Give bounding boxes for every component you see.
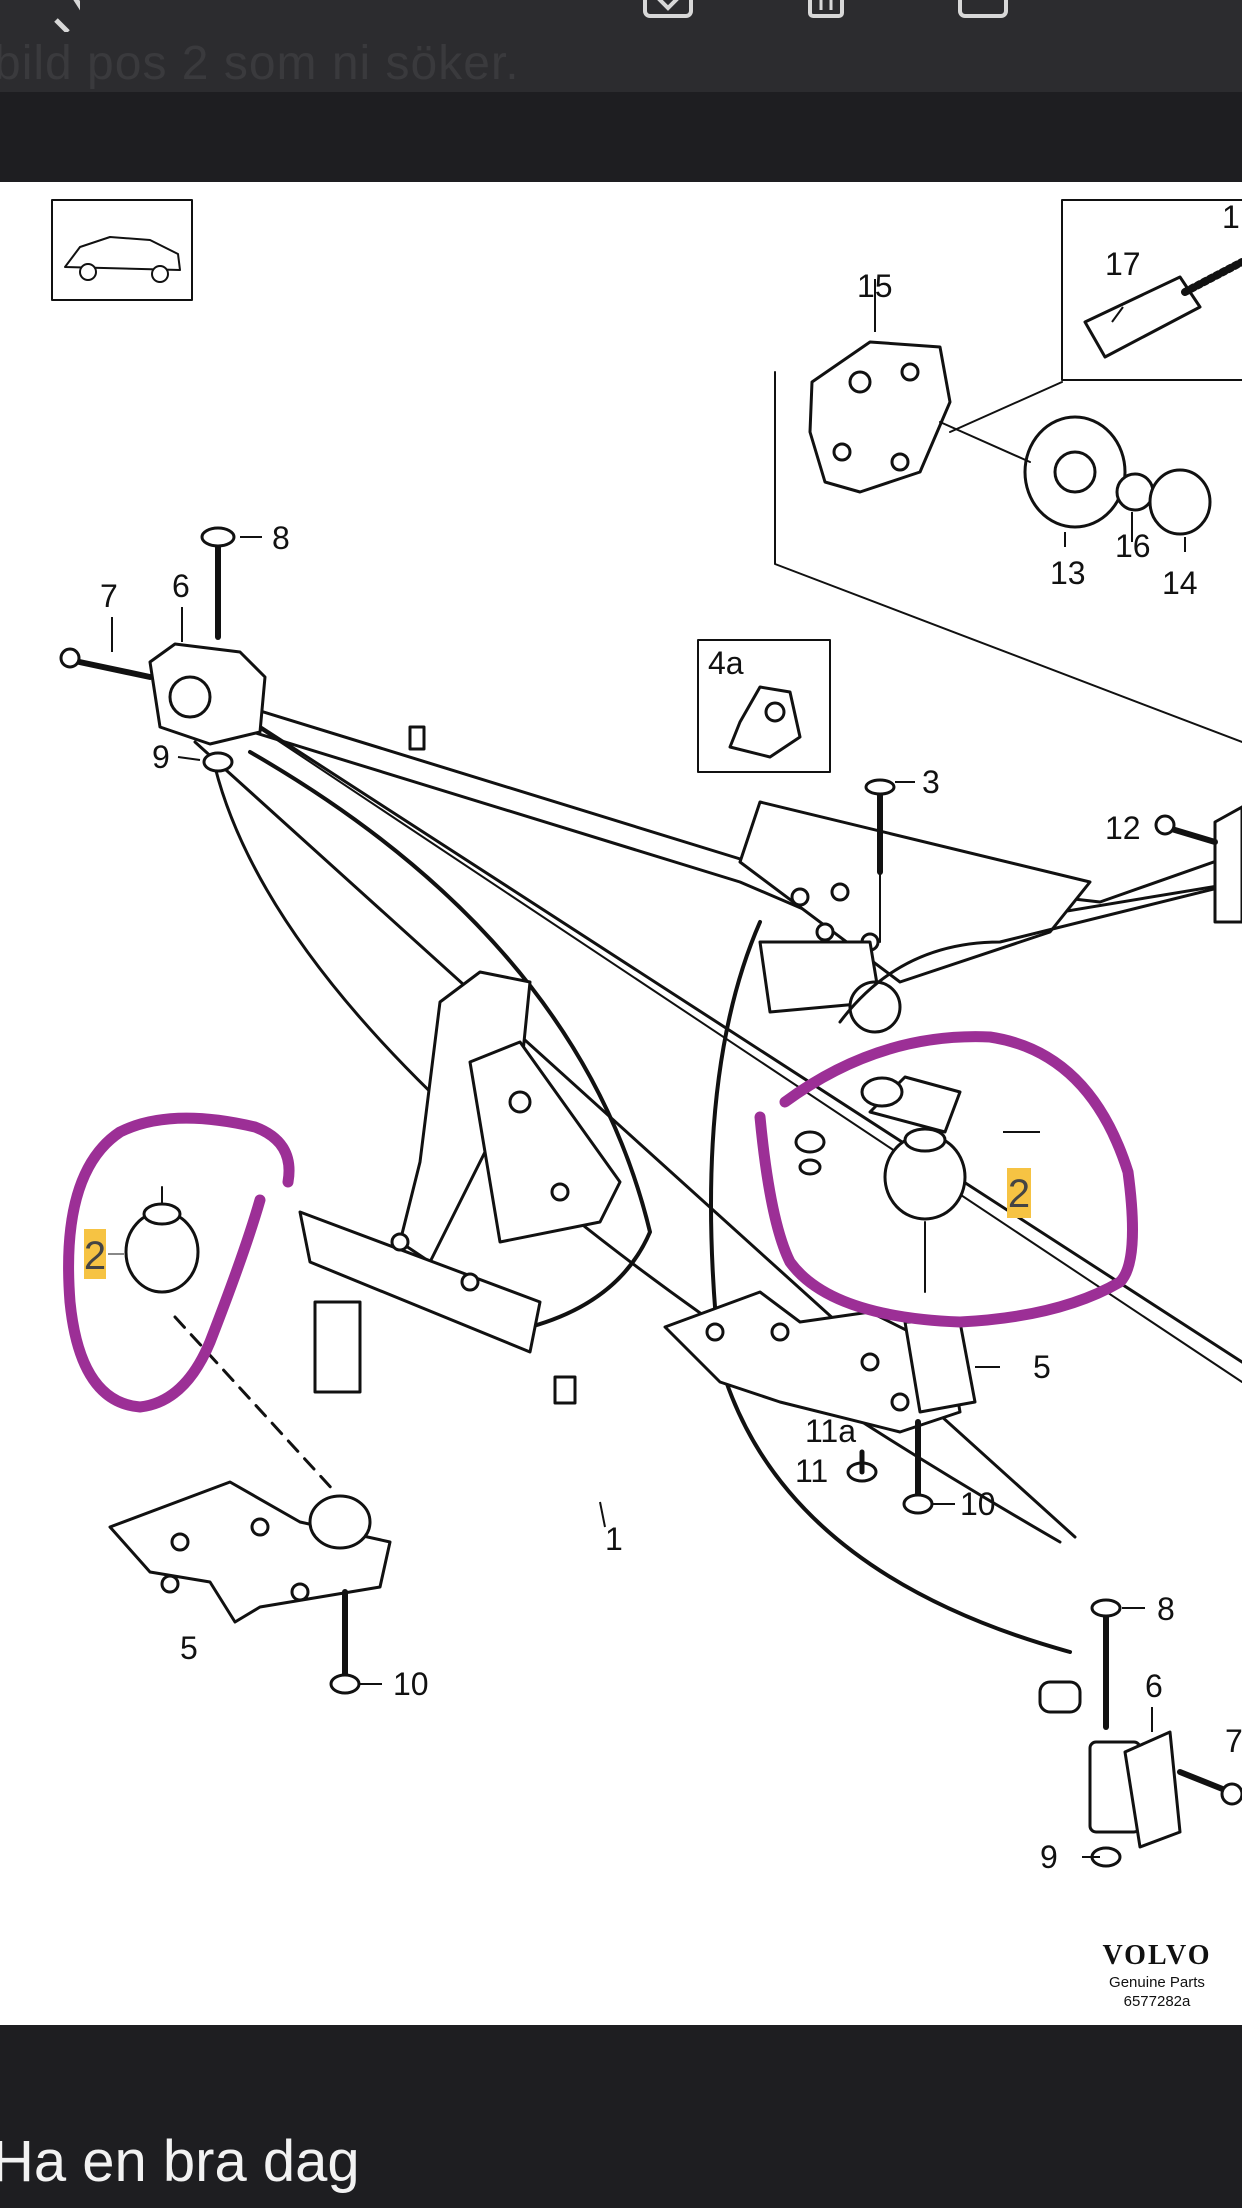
callout-11: 11 <box>795 1453 828 1489</box>
callout-6-right: 6 <box>1145 1668 1163 1704</box>
callout-18-partial: 1 <box>1222 199 1240 235</box>
callout-9-left: 9 <box>152 739 170 775</box>
callout-8-left: 8 <box>272 520 290 556</box>
more-icon[interactable] <box>1120 0 1180 32</box>
callout-12: 12 <box>1105 810 1141 846</box>
message-text: Ha en bra dag <box>0 2129 360 2194</box>
callout-11a: 11a <box>805 1413 856 1449</box>
callout-3: 3 <box>922 764 940 800</box>
marker-circles <box>63 1031 1138 1413</box>
download-icon[interactable] <box>640 0 700 32</box>
callout-2-left: 2 <box>84 1234 106 1278</box>
callout-16: 16 <box>1115 528 1151 564</box>
message-caption: bild pos 2 som ni söker. <box>0 37 520 90</box>
callout-9-right: 9 <box>1040 1839 1058 1875</box>
suspension-diagram-drawing: 2 2 1 3 4a 5 5 6 6 7 7 8 8 9 9 10 10 11 … <box>51 199 1242 1875</box>
callout-4a: 4a <box>708 645 744 681</box>
callout-14: 14 <box>1162 565 1198 601</box>
toolbar-separator <box>0 92 1242 182</box>
share-icon[interactable] <box>955 0 1015 32</box>
callout-15: 15 <box>857 268 893 304</box>
callout-10-left: 10 <box>393 1666 429 1702</box>
top-toolbar: bild pos 2 som ni söker. <box>0 0 1242 92</box>
callout-8-right: 8 <box>1157 1591 1175 1627</box>
callout-13: 13 <box>1050 555 1086 591</box>
callout-7-left: 7 <box>100 578 118 614</box>
message-footer <box>0 2025 1242 2208</box>
callout-17: 17 <box>1105 246 1141 282</box>
brand-subtitle: Genuine Parts <box>1109 1974 1205 1991</box>
part-diagram-code: 6577282a <box>1123 1993 1191 2010</box>
callout-2-right: 2 <box>1008 1172 1030 1216</box>
callout-5-left: 5 <box>180 1630 198 1666</box>
chevron-left-icon[interactable] <box>20 0 80 32</box>
callout-1: 1 <box>605 1521 623 1557</box>
brand-block: VOLVO Genuine Parts 6577282a <box>1082 1940 1232 2010</box>
callout-10-right: 10 <box>960 1486 996 1522</box>
brand-logo: VOLVO <box>1102 1940 1212 1971</box>
callout-7-right: 7 <box>1225 1723 1242 1759</box>
trash-icon[interactable] <box>800 0 860 32</box>
parts-diagram[interactable]: 2 2 1 3 4a 5 5 6 6 7 7 8 8 9 9 10 10 11 … <box>0 182 1242 2025</box>
callout-6-left: 6 <box>172 568 190 604</box>
callout-5-right: 5 <box>1033 1349 1051 1385</box>
